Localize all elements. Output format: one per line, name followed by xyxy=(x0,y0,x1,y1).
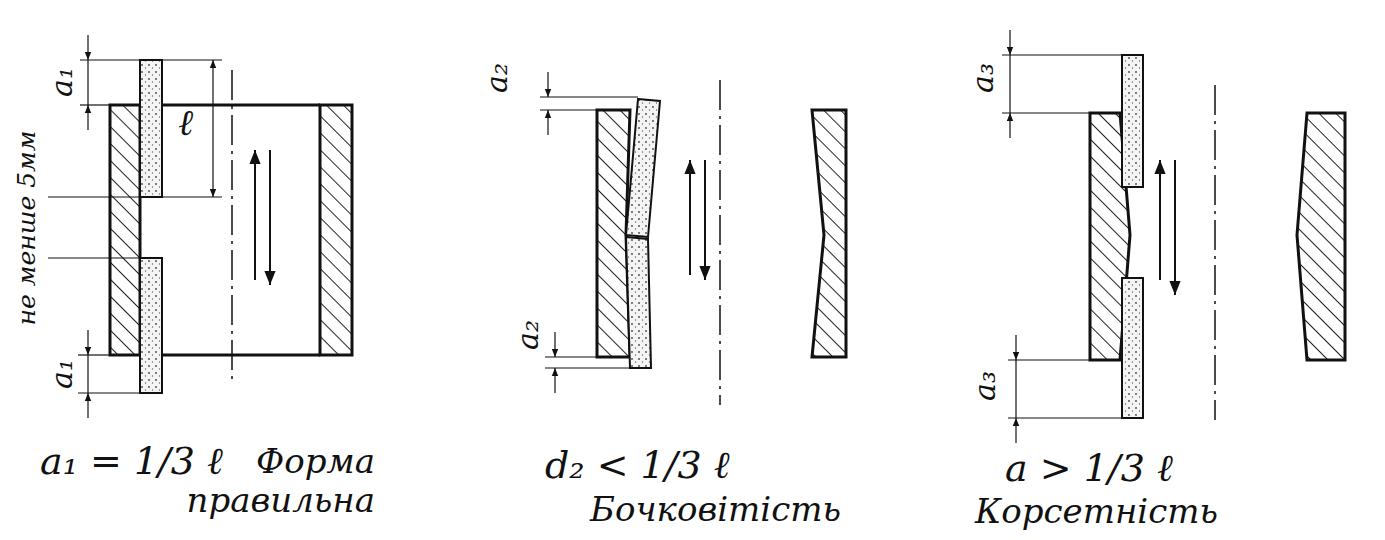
motion-arrow xyxy=(1159,160,1161,280)
honing-stone xyxy=(626,237,651,368)
extension-line xyxy=(545,356,597,357)
extension-line xyxy=(48,257,140,258)
dimension-arrow xyxy=(554,368,555,393)
extension-line xyxy=(1008,417,1122,418)
honing-stone xyxy=(140,258,162,393)
dimension-note: не менше 5мм xyxy=(13,131,42,326)
dimension-label: a₃ xyxy=(968,371,1003,401)
motion-arrow xyxy=(689,160,691,275)
extension-line xyxy=(1008,359,1090,360)
dimension-arrow xyxy=(87,393,88,418)
center-line xyxy=(719,80,721,405)
extension-line xyxy=(1002,54,1122,55)
extension-line xyxy=(540,96,638,97)
honing-stone xyxy=(626,99,660,237)
dimension-arrow xyxy=(1009,30,1010,55)
shape-caption: Форма правильна xyxy=(140,442,375,520)
dimension-line xyxy=(212,60,213,197)
honing-stone xyxy=(1122,278,1143,418)
dimension-label: a₂ xyxy=(511,320,546,350)
dimension-line xyxy=(1009,55,1010,113)
cylinder-wall xyxy=(812,110,846,357)
dimension-arrow xyxy=(1015,335,1016,360)
condition-formula: d₂ < 1/3 ℓ xyxy=(545,444,730,488)
extension-line xyxy=(545,367,630,368)
dimension-line xyxy=(1015,360,1016,418)
shape-caption: Корсетність xyxy=(975,492,1218,531)
dimension-arrow xyxy=(554,332,555,357)
cylinder-wall xyxy=(1297,113,1345,360)
extension-line xyxy=(78,354,110,355)
dimension-arrow xyxy=(87,330,88,355)
cylinder-wall xyxy=(110,105,140,355)
bore-edge xyxy=(140,354,320,357)
motion-arrow xyxy=(254,150,256,280)
extension-line xyxy=(48,196,140,197)
dimension-arrow xyxy=(1015,418,1016,443)
condition-formula: a > 1/3 ℓ xyxy=(1005,447,1173,491)
cylinder-wall xyxy=(320,105,352,355)
honing-stone xyxy=(1122,55,1143,187)
honing-stone xyxy=(140,60,162,197)
condition-formula: a₁ = 1/3 ℓ xyxy=(40,440,223,484)
dimension-label: ℓ xyxy=(178,102,193,143)
extension-line xyxy=(78,392,140,393)
motion-arrow xyxy=(1174,160,1176,295)
dimension-line xyxy=(87,355,88,393)
center-line xyxy=(231,70,233,385)
dimension-label: a₁ xyxy=(45,359,80,389)
dimension-line xyxy=(87,60,88,105)
dimension-label: a₁ xyxy=(45,67,80,97)
dimension-arrow xyxy=(1009,113,1010,138)
bore-edge xyxy=(140,104,320,107)
extension-line xyxy=(80,104,110,105)
dimension-arrow xyxy=(547,110,548,135)
shape-caption: Бочковітість xyxy=(590,490,841,529)
dimension-arrow xyxy=(87,105,88,130)
motion-arrow xyxy=(704,160,706,280)
dimension-arrow xyxy=(87,35,88,60)
dimension-label: a₃ xyxy=(966,63,1001,93)
dimension-label: a₂ xyxy=(480,63,515,93)
center-line xyxy=(1214,85,1216,420)
motion-arrow xyxy=(269,150,271,285)
extension-line xyxy=(1002,112,1090,113)
dimension-arrow xyxy=(547,72,548,97)
extension-line xyxy=(80,59,140,60)
cylinder-wall xyxy=(597,110,630,357)
